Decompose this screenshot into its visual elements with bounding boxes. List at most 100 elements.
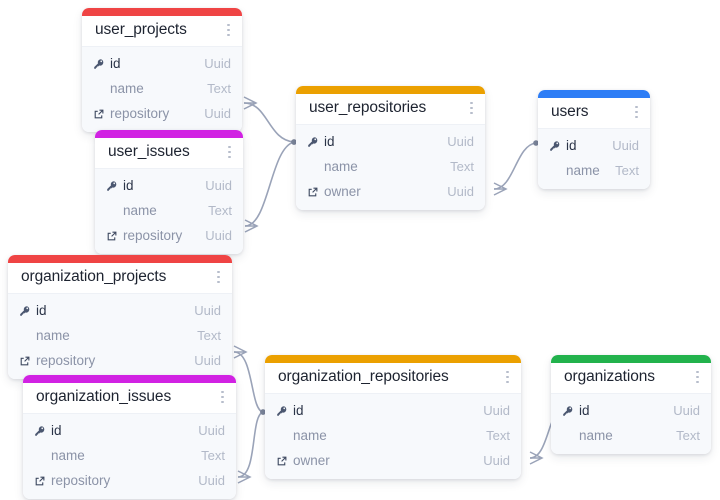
table-title: user_projects [95, 21, 187, 38]
table-header: organization_repositories [265, 363, 521, 393]
field-type: Uuid [447, 134, 474, 149]
field-row[interactable]: name Text [551, 423, 711, 448]
external-link-icon [307, 186, 322, 198]
relationship-rel-user-projects-repository [243, 96, 297, 145]
field-name: name [579, 428, 613, 443]
crows-foot-marker [529, 451, 544, 465]
external-link-icon [276, 455, 291, 467]
external-link-icon [19, 355, 34, 367]
table-title: user_issues [108, 143, 190, 160]
field-name: id [110, 56, 121, 71]
field-type: Uuid [204, 106, 231, 121]
table-title: organization_projects [21, 268, 167, 285]
kebab-menu-icon[interactable] [218, 389, 227, 406]
table-title: users [551, 103, 589, 120]
kebab-menu-icon[interactable] [693, 369, 702, 386]
field-row[interactable]: id Uuid [95, 173, 243, 198]
table-accent-bar [82, 8, 242, 16]
field-name: name [566, 163, 600, 178]
crows-foot-marker [493, 182, 508, 196]
field-row[interactable]: name Text [95, 198, 243, 223]
relationship-rel-user-issues-repository [244, 139, 297, 233]
kebab-menu-icon[interactable] [467, 100, 476, 117]
relationship-line [493, 142, 537, 190]
relationship-line [233, 351, 264, 413]
field-name: name [123, 203, 157, 218]
field-name: name [324, 159, 358, 174]
field-row[interactable]: repository Uuid [23, 468, 236, 493]
field-name: repository [36, 353, 96, 368]
field-type: Uuid [205, 228, 232, 243]
field-row[interactable]: repository Uuid [8, 348, 232, 373]
table-accent-bar [23, 375, 236, 383]
kebab-menu-icon[interactable] [503, 369, 512, 386]
field-type: Text [207, 81, 231, 96]
table-header: organizations [551, 363, 711, 393]
kebab-menu-icon[interactable] [632, 104, 641, 121]
field-type: Uuid [194, 353, 221, 368]
key-icon [562, 405, 577, 417]
field-name: id [123, 178, 134, 193]
table-accent-bar [8, 255, 232, 263]
field-type: Text [615, 163, 639, 178]
field-name: owner [293, 453, 330, 468]
field-type: Uuid [483, 453, 510, 468]
table-accent-bar [95, 130, 243, 138]
field-name: id [293, 403, 304, 418]
field-type: Text [676, 428, 700, 443]
key-icon [276, 405, 291, 417]
kebab-menu-icon[interactable] [225, 144, 234, 161]
key-icon [34, 425, 49, 437]
field-row[interactable]: name Text [538, 158, 650, 183]
table-header: users [538, 98, 650, 128]
key-icon [106, 180, 121, 192]
field-type: Uuid [205, 178, 232, 193]
kebab-menu-icon[interactable] [214, 269, 223, 286]
field-type: Uuid [198, 473, 225, 488]
relationship-rel-organization-issues-repository [237, 409, 266, 484]
field-name: id [566, 138, 577, 153]
kebab-menu-icon[interactable] [224, 22, 233, 39]
relationship-line [243, 102, 295, 143]
crows-foot-marker [243, 96, 258, 110]
table-header: organization_issues [23, 383, 236, 413]
field-name: name [293, 428, 327, 443]
field-type: Text [208, 203, 232, 218]
field-row[interactable]: owner Uuid [265, 448, 521, 473]
relationship-rel-user-repositories-owner [493, 140, 539, 196]
crows-foot-marker [244, 219, 259, 233]
field-name: repository [51, 473, 111, 488]
field-name: id [36, 303, 47, 318]
table-accent-bar [265, 355, 521, 363]
field-type: Uuid [673, 403, 700, 418]
